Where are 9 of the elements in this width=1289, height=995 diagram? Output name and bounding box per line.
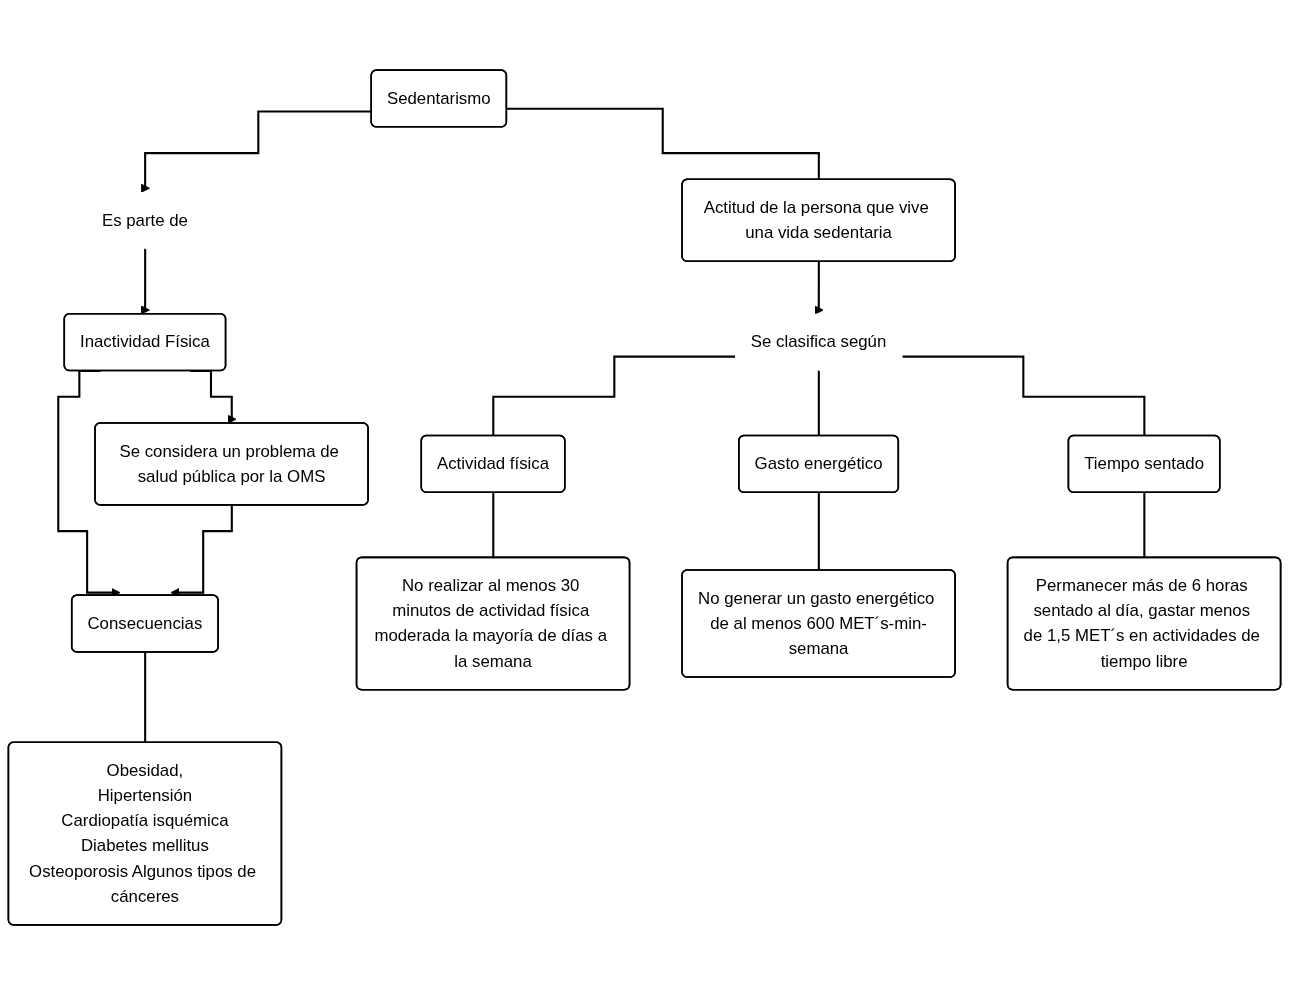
connector: [506, 107, 821, 181]
arrow: [140, 248, 150, 315]
connector: [144, 651, 147, 744]
arrow: [814, 260, 824, 315]
connector: [1143, 491, 1146, 559]
node-text: Es parte de: [101, 210, 188, 229]
arrow: [140, 110, 372, 193]
connector: [492, 491, 495, 559]
node-text: Se clasifica según: [750, 332, 887, 351]
